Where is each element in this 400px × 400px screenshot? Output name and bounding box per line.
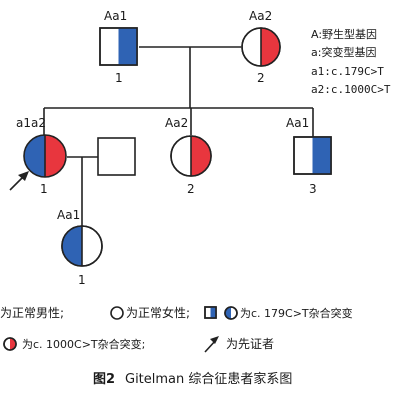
genotype-label: Aa2 [249,9,272,23]
legend-c1000-text: 为c. 1000C>T杂合突变; [22,337,145,351]
individual-gen3-1: Aa1 1 [57,208,103,287]
genotype-label: Aa2 [165,116,188,130]
individual-gen2-1: a1a2 1 [16,116,67,196]
individual-number: 3 [309,182,317,196]
proband-arrow [9,171,29,191]
legend-normal-male-text: 为正常男性; [0,306,64,320]
legend-male-c179-symbol [204,306,217,319]
individual-number: 1 [40,182,48,196]
genotype-label: Aa1 [57,208,80,222]
definition-line-3: a1:c.179C>T [311,65,384,78]
pedigree-lines [43,46,314,227]
definition-line-4: a2:c.1000C>T [311,83,391,96]
legend-c1000-symbol [3,337,17,351]
arrow-head [18,171,29,181]
individual-number: 2 [187,182,195,196]
legend-proband-arrow-icon [204,336,219,353]
individual-number: 1 [78,273,86,287]
individual-gen2-2: Aa2 2 [165,116,212,196]
legend-female-symbol [110,306,124,320]
legend-proband-text: 为先证者 [226,337,274,351]
caption-text: Gitelman 综合征患者家系图 [125,371,292,387]
legend-female-c179-symbol [224,306,238,320]
individual-number: 2 [257,71,265,85]
definition-line-2: a:突变型基因 [311,45,376,59]
individual-gen1-2: Aa2 2 [241,9,281,85]
genotype-label: Aa1 [286,116,309,130]
genotype-label: Aa1 [104,9,127,23]
legend-normal-female-text: 为正常女性; [126,305,190,320]
individual-gen2-3: Aa1 3 [286,116,332,196]
individual-gen2-spouse [97,137,136,176]
definition-line-1: A:野生型基因 [311,27,377,41]
individual-gen1-1: Aa1 1 [99,9,138,85]
legend-c179-text: 为c. 179C>T杂合突变 [240,306,353,320]
caption-label: 图2 [93,372,115,387]
individual-number: 1 [115,71,123,85]
genotype-label: a1a2 [16,116,46,130]
legend: 为正常男性; 为正常女性; 为c. 179C>T杂合突变 为c. 1000C>T… [0,305,353,353]
genotype-definitions: A:野生型基因 a:突变型基因 a1:c.179C>T a2:c.1000C>T [311,27,391,96]
figure-caption: 图2 Gitelman 综合征患者家系图 [93,371,292,387]
